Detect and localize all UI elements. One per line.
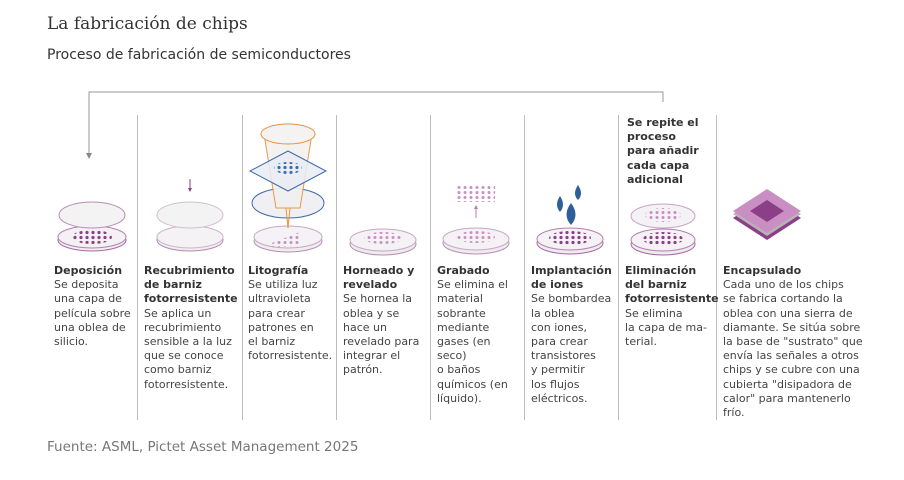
step-description: Se deposita una capa de película sobre u…	[54, 278, 131, 349]
column-divider	[242, 115, 243, 420]
wafer-deposition-icon	[57, 201, 127, 252]
step-description: Se aplica un recubrimiento sensible a la…	[144, 306, 232, 391]
column-divider	[618, 115, 619, 420]
step-implantacion: Implantación de iones Se bombardea la ob…	[531, 264, 617, 406]
wafer-etch-icon	[442, 185, 510, 255]
step-title: Recubrimiento de barniz fotorresistente	[144, 264, 238, 306]
column-divider	[524, 115, 525, 420]
source-note: Fuente: ASML, Pictet Asset Management 20…	[47, 439, 359, 455]
column-divider	[137, 115, 138, 420]
step-title: Encapsulado	[723, 264, 802, 277]
step-title: Grabado	[437, 264, 490, 277]
step-recubrimiento: Recubrimiento de barniz fotorresistente …	[144, 264, 240, 392]
step-description: Se elimina la capa de ma- terial.	[625, 306, 707, 349]
wafer-strip-icon	[630, 203, 696, 256]
chip-package-icon	[733, 189, 801, 240]
ion-drop	[566, 203, 576, 225]
step-description: Se utiliza luz ultravioleta para crear p…	[248, 278, 333, 363]
step-litografia: Litografía Se utiliza luz ultravioleta p…	[248, 264, 336, 363]
step-encapsulado: Encapsulado Cada uno de los chips se fab…	[723, 264, 863, 420]
column-divider	[430, 115, 431, 420]
step-title: Implantación de iones	[531, 264, 612, 292]
step-title: Eliminación del barniz fotorresistente	[625, 264, 719, 306]
wafer-bake-icon	[349, 228, 417, 256]
step-eliminacion: Eliminación del barniz fotorresistente S…	[625, 264, 719, 349]
step-description: Se hornea la oblea y se hace un revelado…	[343, 292, 420, 377]
step-title: Deposición	[54, 264, 123, 277]
repeat-loop-arrow	[86, 91, 664, 159]
repeat-note: Se repite el proceso para añadir cada ca…	[627, 116, 699, 186]
page-subtitle: Proceso de fabricación de semiconductore…	[47, 47, 351, 63]
step-deposicion: Deposición Se deposita una capa de pelíc…	[54, 264, 136, 349]
column-divider	[716, 115, 717, 420]
wafer-coating-icon	[156, 179, 224, 252]
ion-drop	[575, 185, 581, 200]
step-description: Se elimina el material sobrante mediante…	[437, 278, 508, 405]
ion-drop	[557, 196, 563, 212]
step-description: Cada uno de los chips se fabrica cortand…	[723, 278, 863, 420]
column-divider	[336, 115, 337, 420]
page-title: La fabricación de chips	[47, 14, 248, 34]
step-title: Litografía	[248, 264, 309, 277]
step-title: Horneado y revelado	[343, 264, 415, 292]
process-illustration	[57, 91, 801, 256]
ion-implant-icon	[536, 185, 604, 255]
lithography-icon	[248, 123, 328, 253]
step-description: Se bombardea la oblea con iones, para cr…	[531, 292, 612, 405]
step-grabado: Grabado Se elimina el material sobrante …	[437, 264, 523, 406]
step-horneado: Horneado y revelado Se hornea la oblea y…	[343, 264, 429, 378]
